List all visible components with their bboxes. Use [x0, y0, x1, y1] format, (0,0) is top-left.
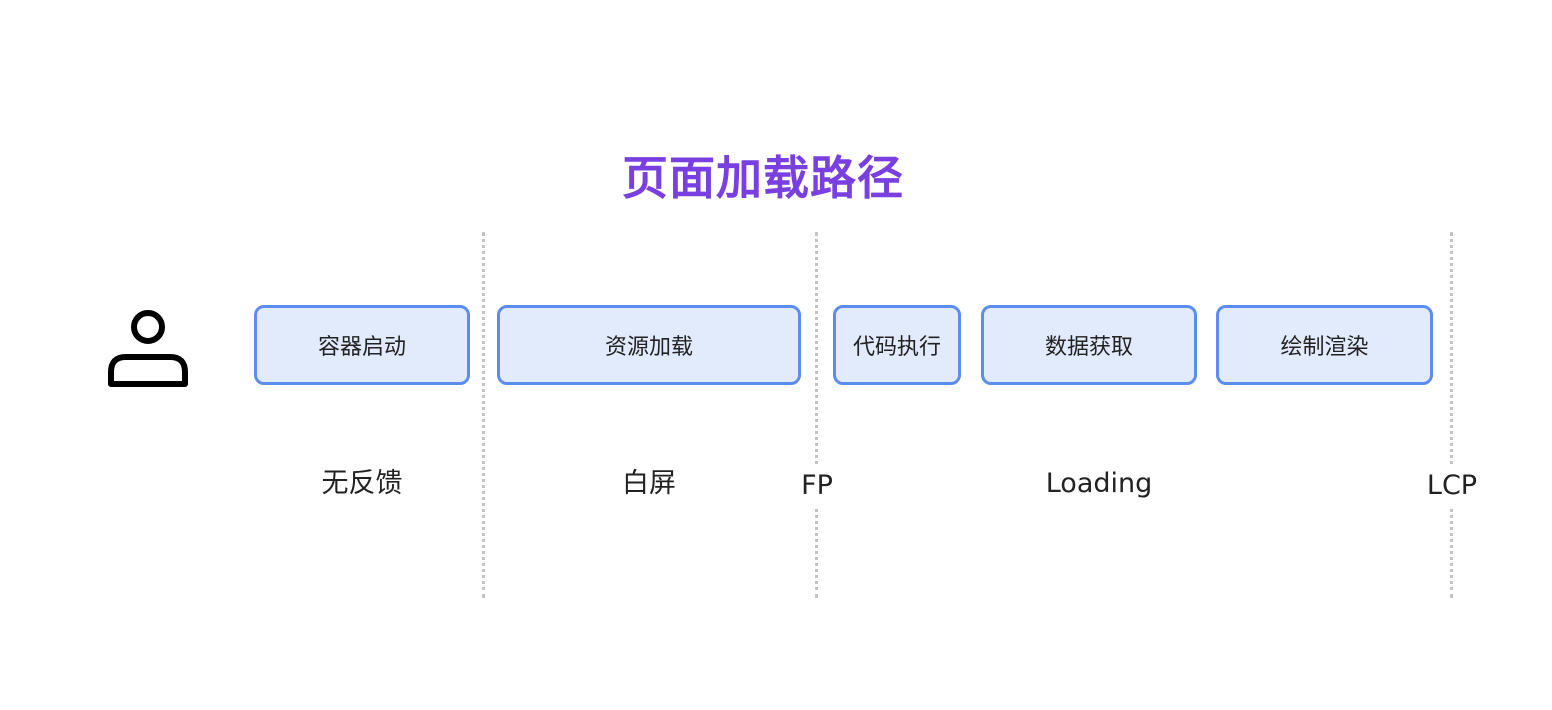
step-label: 容器启动	[317, 335, 406, 360]
phase-divider-lcp	[1450, 232, 1453, 598]
step-paint-render: 绘制渲染	[1216, 305, 1433, 385]
step-data-fetch: 数据获取	[981, 305, 1197, 385]
phase-divider-fp	[815, 232, 818, 598]
marker-lcp: LCP	[1424, 464, 1480, 508]
step-label: 资源加载	[604, 335, 693, 360]
step-label: 数据获取	[1044, 335, 1133, 360]
step-code-execute: 代码执行	[833, 305, 961, 385]
phase-divider-1	[482, 232, 485, 598]
step-label: 代码执行	[852, 335, 941, 360]
user-icon	[108, 310, 188, 387]
step-resource-load: 资源加载	[497, 305, 801, 385]
phase-white-screen: 白屏	[622, 468, 676, 499]
phase-no-feedback: 无反馈	[321, 468, 403, 499]
diagram-title: 页面加载路径	[622, 151, 904, 205]
step-label: 绘制渲染	[1280, 335, 1369, 360]
step-container-start: 容器启动	[254, 305, 470, 385]
phase-loading: Loading	[1045, 468, 1153, 499]
marker-fp: FP	[799, 464, 835, 508]
